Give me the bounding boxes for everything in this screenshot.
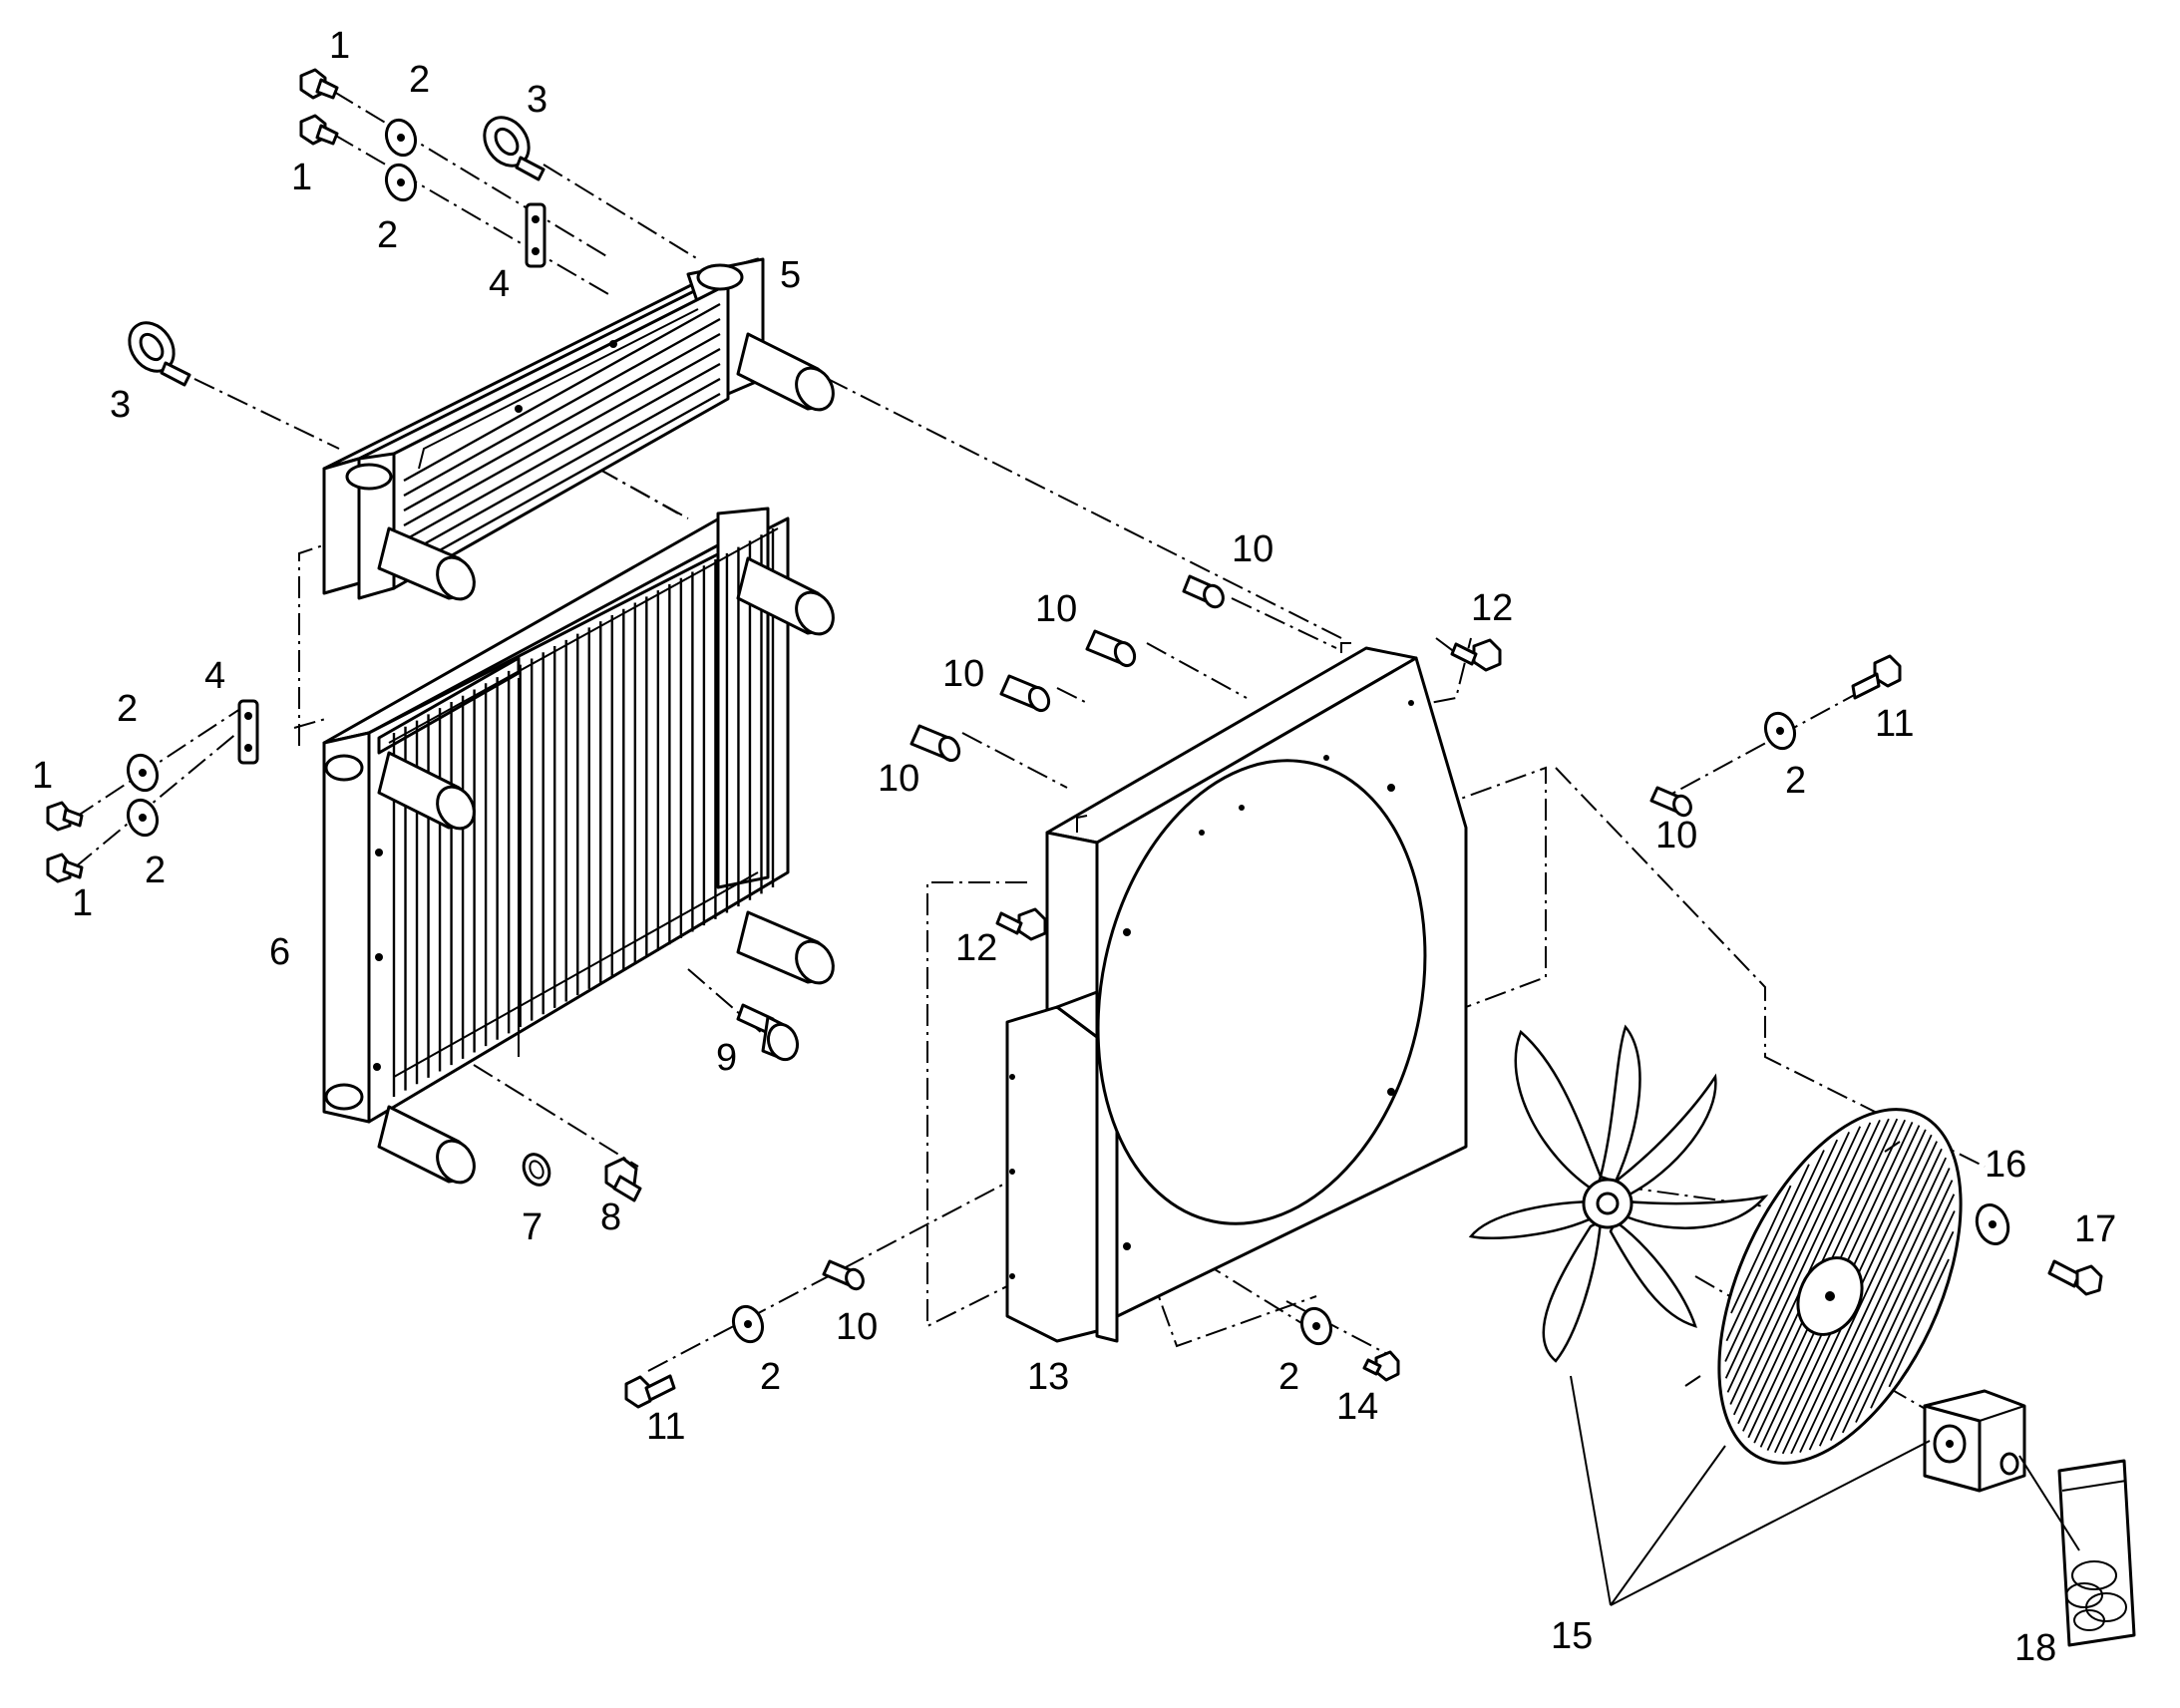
spacer-10-f [822,1259,865,1291]
eye-bolt-3-left [128,321,191,387]
seal-kit-bag [2018,1455,2136,1647]
callout-16: 16 [1985,1144,2026,1186]
bolt-14 [1362,1350,1400,1382]
drain-plug-8 [604,1157,642,1202]
callout-10: 10 [1655,815,1697,856]
fan-shroud [1005,642,1468,1343]
callout-17: 17 [2074,1208,2116,1250]
callout-1: 1 [72,882,93,924]
callout-3: 3 [527,79,547,121]
callout-5: 5 [780,254,801,296]
callout-2: 2 [1785,760,1806,802]
callout-8: 8 [600,1196,621,1238]
fan-assembly [1468,1024,2026,1606]
bolt-17 [2047,1259,2103,1296]
spacer-10-a [1182,574,1225,609]
spacer-10-b [1085,629,1137,668]
hardware [46,68,2103,1409]
callout-10: 10 [836,1306,878,1348]
callout-9: 9 [716,1037,737,1079]
callout-2: 2 [145,850,166,891]
bolt-12-left [995,907,1047,941]
oil-cooler-fins [403,302,721,572]
callout-10: 10 [878,758,919,800]
callout-4: 4 [204,655,225,697]
callout-labels: 1 1 1 1 2 2 2 2 2 2 2 3 3 4 4 5 6 7 8 9 … [32,25,2116,1669]
bolt-12-top [1450,638,1502,672]
callout-10: 10 [942,653,984,695]
callout-18: 18 [2014,1627,2056,1669]
callout-2: 2 [409,59,430,101]
bolt-11-right [1851,654,1902,700]
bolt-1-top-b [299,114,339,146]
radiator [322,507,835,1185]
callout-4: 4 [489,263,510,305]
callout-6: 6 [269,931,290,973]
callout-11: 11 [646,1406,685,1448]
callout-11: 11 [1875,703,1914,745]
callout-2: 2 [1278,1356,1299,1398]
callout-13: 13 [1027,1356,1069,1398]
callout-10: 10 [1035,588,1077,630]
eye-bolt-3-top [483,116,545,181]
spacer-10-c [999,674,1051,713]
callout-2: 2 [377,214,398,256]
callout-1: 1 [32,755,53,797]
callout-14: 14 [1336,1386,1378,1428]
spacer-10-d [909,724,961,763]
callout-1: 1 [329,25,350,67]
bolt-11-bottom [624,1374,676,1409]
callout-2: 2 [117,688,138,730]
oil-cooler [322,257,835,601]
callout-15: 15 [1551,1615,1593,1657]
bolt-1-top-a [299,68,339,100]
spacer-10-e [1649,786,1692,818]
callout-1: 1 [291,157,312,198]
callout-2: 2 [760,1356,781,1398]
bolt-1-left-b [46,853,84,883]
valve-9 [736,1003,800,1062]
callout-10: 10 [1232,528,1273,570]
callout-12: 12 [955,927,997,969]
callout-3: 3 [110,384,131,426]
callout-12: 12 [1471,587,1513,629]
callout-7: 7 [522,1206,543,1248]
bolt-1-left-a [46,801,84,832]
